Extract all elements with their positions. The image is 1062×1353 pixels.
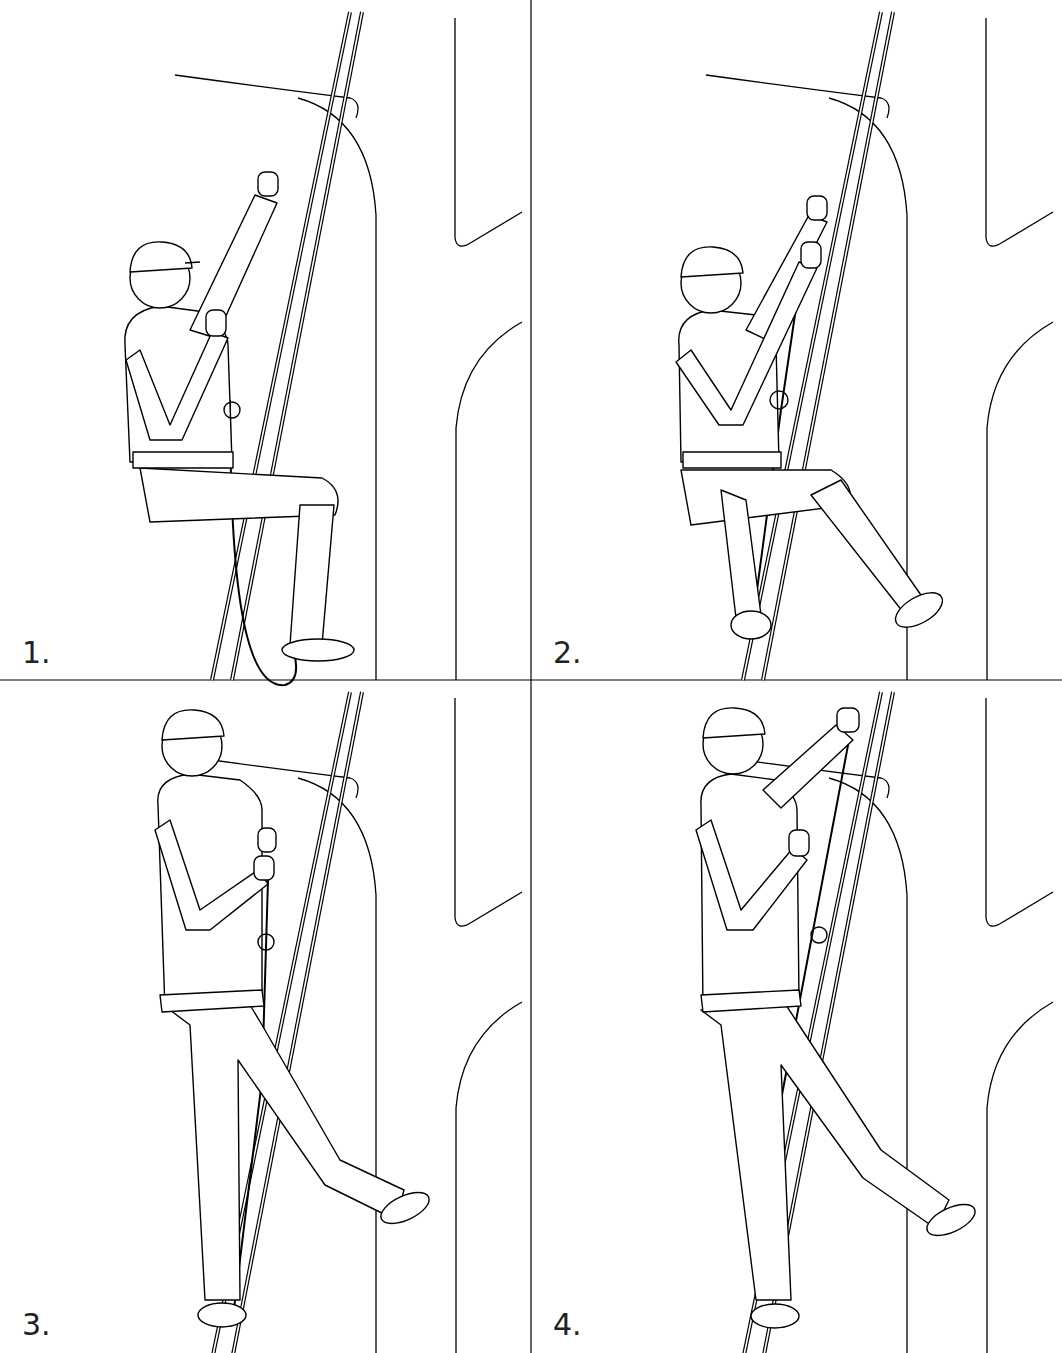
panel xyxy=(696,692,1053,1353)
divider xyxy=(530,0,531,1353)
panel-number: 1. xyxy=(22,638,51,668)
panel xyxy=(125,12,522,685)
panel-number: 2. xyxy=(553,638,582,668)
divider xyxy=(0,679,1062,680)
panel xyxy=(155,692,522,1353)
panel-number: 4. xyxy=(553,1310,582,1340)
panel-number: 3. xyxy=(22,1310,51,1340)
panel xyxy=(676,12,1053,680)
